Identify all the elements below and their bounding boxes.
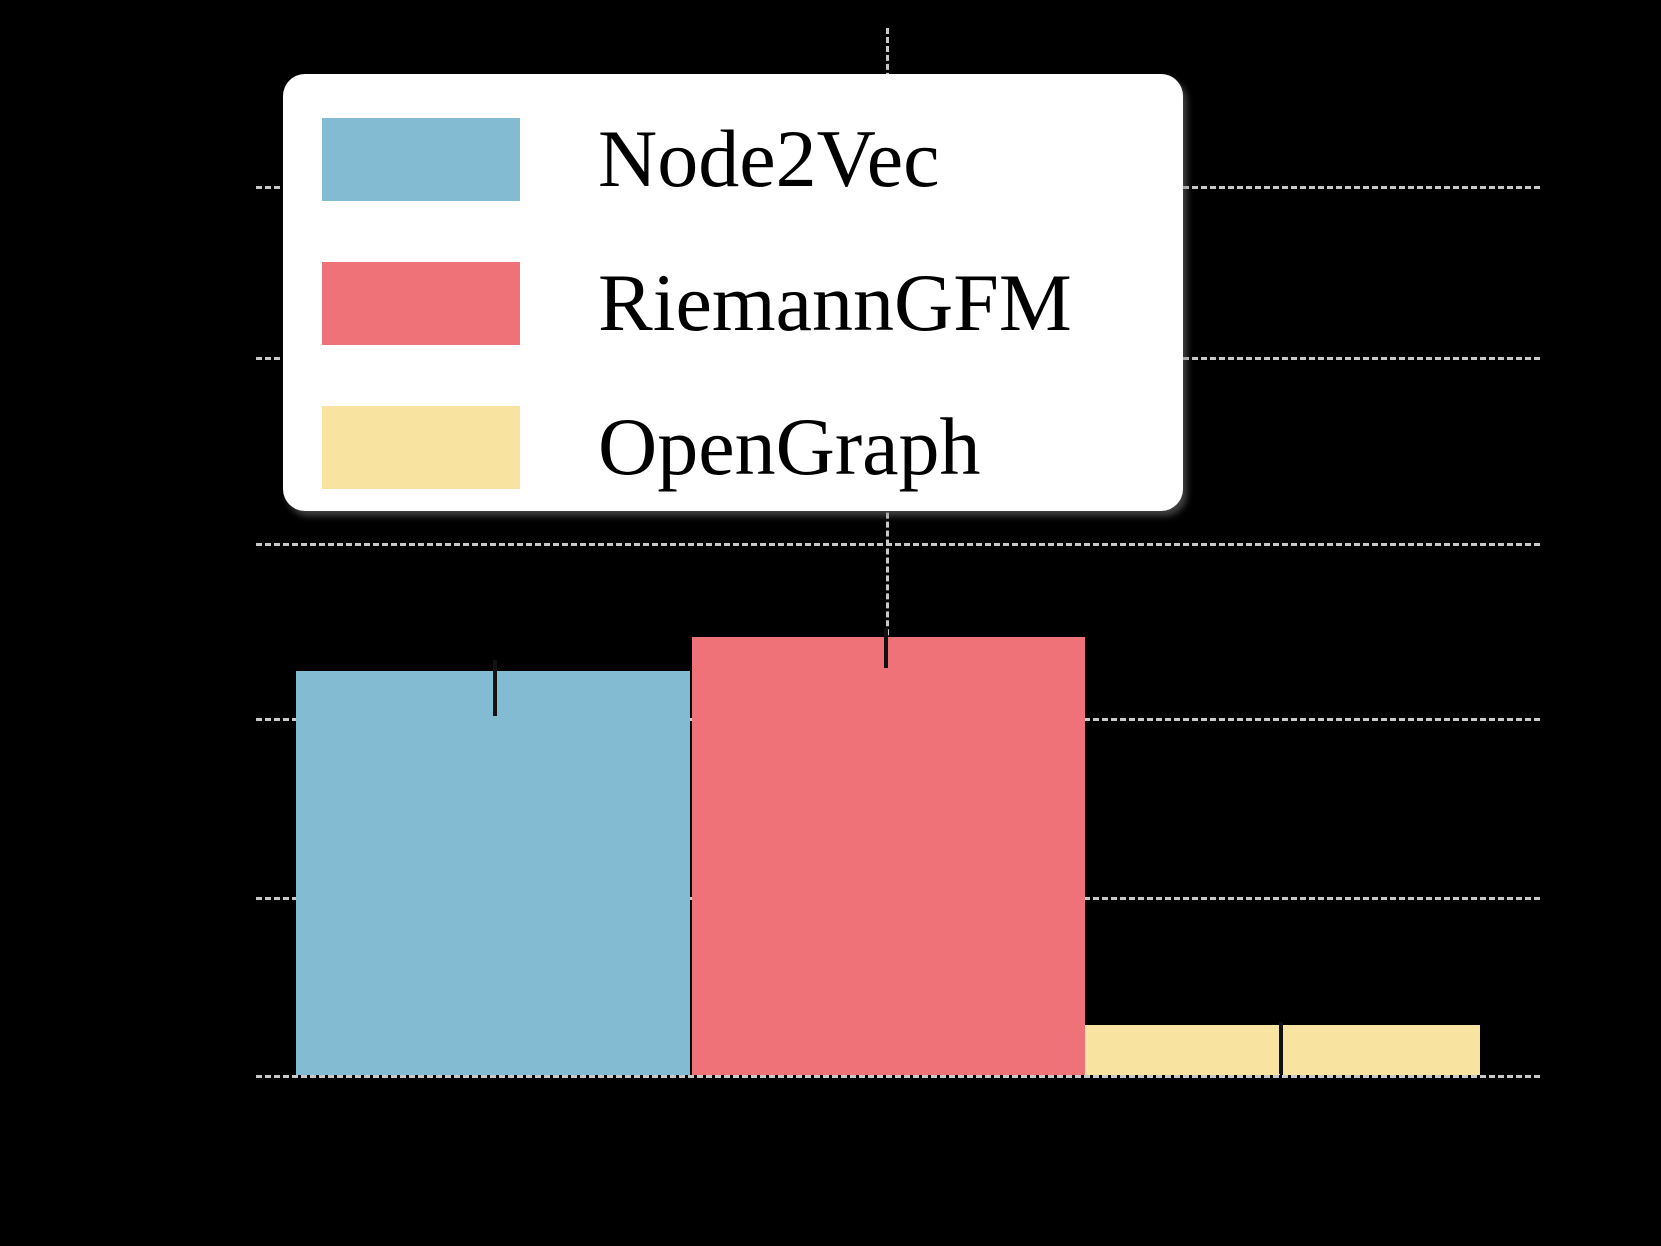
- legend-swatch-node2vec: [322, 117, 520, 201]
- legend: Node2Vec RiemannGFM OpenGraph: [283, 74, 1183, 511]
- legend-label-node2vec: Node2Vec: [598, 113, 940, 204]
- legend-entry-node2vec: Node2Vec: [322, 111, 1152, 207]
- bar-node2vec: [296, 671, 690, 1075]
- error-bar-opengraph: [1279, 1022, 1283, 1074]
- gridline-horizontal-3: [256, 543, 1540, 546]
- bar-opengraph-1: [1085, 1025, 1280, 1075]
- bar-opengraph-2: [1283, 1025, 1480, 1075]
- bar-riemanngfm: [692, 637, 1085, 1075]
- legend-label-opengraph: OpenGraph: [598, 401, 981, 492]
- legend-label-riemanngfm: RiemannGFM: [598, 257, 1072, 348]
- legend-swatch-opengraph: [322, 405, 520, 489]
- legend-swatch-riemanngfm: [322, 261, 520, 345]
- error-bar-riemanngfm: [884, 628, 888, 668]
- gridline-vertical-1: [886, 28, 889, 1075]
- error-bar-node2vec: [493, 660, 497, 716]
- gridline-baseline: [256, 1075, 1540, 1078]
- legend-entry-opengraph: OpenGraph: [322, 399, 1152, 495]
- legend-entry-riemanngfm: RiemannGFM: [322, 255, 1152, 351]
